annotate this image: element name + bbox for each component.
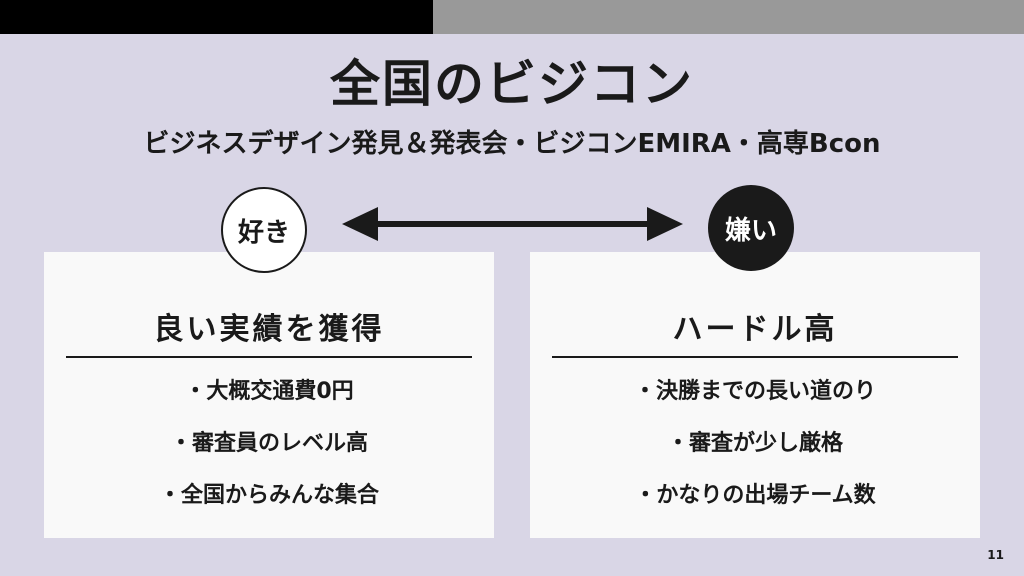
slide-title: 全国のビジコン	[330, 55, 694, 113]
cons-divider	[552, 356, 958, 358]
like-badge: 好き	[221, 187, 307, 273]
cons-heading: ハードル高	[672, 312, 838, 347]
list-item: ・かなりの出場チーム数	[634, 483, 876, 508]
pros-list: ・大概交通費0円 ・審査員のレベル高 ・全国からみんな集合	[44, 378, 494, 534]
list-item: ・全国からみんな集合	[158, 483, 379, 508]
cons-card: ハードル高 ・決勝までの長い道のり ・審査が少し厳格 ・かなりの出場チーム数	[530, 252, 980, 538]
pros-divider	[66, 356, 472, 358]
list-item: ・審査員のレベル高	[169, 431, 368, 456]
page-number: 11	[987, 548, 1004, 562]
slide-subtitle: ビジネスデザイン発見＆発表会・ビジコンEMIRA・高専Bcon	[143, 129, 881, 159]
list-item: ・決勝までの長い道のり	[633, 379, 876, 404]
double-arrow-icon	[342, 207, 683, 241]
pros-card: 良い実績を獲得 ・大概交通費0円 ・審査員のレベル高 ・全国からみんな集合	[44, 252, 494, 538]
list-item: ・審査が少し厳格	[666, 431, 843, 456]
top-bar-black	[0, 0, 433, 34]
pros-heading: 良い実績を獲得	[153, 312, 385, 347]
cons-list: ・決勝までの長い道のり ・審査が少し厳格 ・かなりの出場チーム数	[530, 378, 980, 534]
dislike-label: 嫌い	[724, 215, 777, 246]
like-label: 好き	[237, 217, 290, 248]
list-item: ・大概交通費0円	[184, 379, 354, 404]
top-bar-gray	[433, 0, 1024, 34]
dislike-badge: 嫌い	[708, 185, 794, 271]
